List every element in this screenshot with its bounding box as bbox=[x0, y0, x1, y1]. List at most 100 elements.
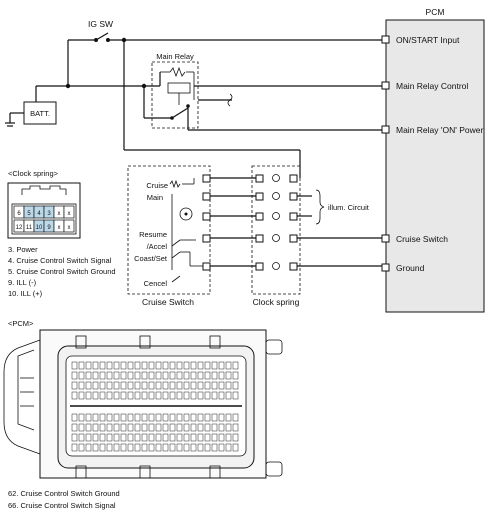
pcm-pin-cavity bbox=[211, 361, 218, 370]
pcm-pin-cavity bbox=[106, 423, 113, 432]
pcm-pin-cavity bbox=[78, 443, 85, 452]
pcm-pin-cavity bbox=[134, 391, 141, 400]
connector-pin-description: 3. Power bbox=[8, 245, 38, 254]
cruise-switch-label: Cencel bbox=[144, 279, 168, 288]
pcm-pin-cavity bbox=[183, 423, 190, 432]
pcm-pin-cavity bbox=[78, 433, 85, 442]
pcm-pin-cavity bbox=[148, 361, 155, 370]
pcm-pin-cavity bbox=[120, 433, 127, 442]
pcm-pin-cavity bbox=[169, 433, 176, 442]
pcm-pin-cavity bbox=[134, 423, 141, 432]
pcm-pin-cavity bbox=[218, 443, 225, 452]
pcm-pin-cavity bbox=[148, 423, 155, 432]
pcm-pin-cavity bbox=[113, 391, 120, 400]
pcm-pin-cavity bbox=[120, 371, 127, 380]
main-relay-label: Main Relay bbox=[156, 52, 194, 61]
pin-number: 11 bbox=[26, 225, 33, 231]
pcm-pin-cavity bbox=[71, 413, 78, 422]
pcm-pin-cavity bbox=[141, 443, 148, 452]
pcm-pin-cavity bbox=[71, 443, 78, 452]
pcm-pin-cavity bbox=[169, 361, 176, 370]
pcm-pin-cavity bbox=[211, 423, 218, 432]
pcm-pin-cavity bbox=[155, 413, 162, 422]
ig-sw-label: IG SW bbox=[88, 19, 113, 29]
pcm-connector-title: <PCM> bbox=[8, 319, 34, 328]
pcm-pin-cavity bbox=[218, 413, 225, 422]
pcm-pin-cavity bbox=[113, 413, 120, 422]
pcm-pin-cavity bbox=[106, 443, 113, 452]
pcm-label: PCM bbox=[426, 7, 445, 17]
pcm-pin-cavity bbox=[232, 443, 239, 452]
cruise-switch-pin bbox=[202, 212, 211, 221]
pcm-pin-label: ON/START Input bbox=[396, 35, 460, 45]
pin-number: 12 bbox=[16, 225, 23, 231]
pcm-pin-cavity bbox=[106, 361, 113, 370]
pcm-pin-cavity bbox=[183, 371, 190, 380]
pcm-pin-cavity bbox=[127, 413, 134, 422]
pcm-pin-cavity bbox=[169, 443, 176, 452]
pcm-pin-cavity bbox=[85, 361, 92, 370]
pcm-box bbox=[385, 19, 485, 313]
pcm-pin-cavity bbox=[190, 443, 197, 452]
pin-number: 4 bbox=[37, 211, 41, 217]
pcm-pin-cavity bbox=[162, 433, 169, 442]
pcm-pin-cavity bbox=[71, 381, 78, 390]
pcm-pin-cavity bbox=[120, 361, 127, 370]
pcm-pin-cruise-switch bbox=[381, 234, 390, 243]
cruise-switch-label: Main bbox=[147, 193, 163, 202]
pcm-pin-cavity bbox=[78, 391, 85, 400]
pcm-pin-cavity bbox=[204, 371, 211, 380]
pcm-pin-cavity bbox=[211, 443, 218, 452]
pcm-pin-cavity bbox=[225, 391, 232, 400]
illum-circuit-label: illum. Circuit bbox=[328, 203, 370, 212]
pcm-pin-cavity bbox=[141, 413, 148, 422]
pcm-pin-cavity bbox=[85, 391, 92, 400]
clock-spring-box bbox=[251, 165, 301, 295]
cruise-switch-pin bbox=[202, 262, 211, 271]
pin-number: 5 bbox=[27, 211, 31, 217]
pcm-pin-cavity bbox=[78, 413, 85, 422]
illum-bracket bbox=[315, 189, 325, 225]
pcm-pin-cavity bbox=[204, 433, 211, 442]
pcm-pin-cavity bbox=[190, 423, 197, 432]
pcm-pin-cavity bbox=[176, 423, 183, 432]
pcm-connector-pin-description: 62. Cruise Control Switch Ground bbox=[8, 489, 120, 498]
pcm-pin-cavity bbox=[127, 423, 134, 432]
pcm-pin-cavity bbox=[106, 413, 113, 422]
pcm-pin-cavity bbox=[197, 433, 204, 442]
pcm-pin-cavity bbox=[120, 381, 127, 390]
ground-symbol bbox=[5, 122, 15, 127]
pcm-pin-label: Main Relay 'ON' Power bbox=[396, 125, 483, 135]
connector-pin-grid bbox=[13, 205, 75, 233]
pcm-pin-cavity bbox=[71, 371, 78, 380]
pcm-pin-cavity bbox=[162, 361, 169, 370]
cruise-switch-label: Cruise bbox=[146, 181, 168, 190]
cruise-switch-label: /Accel bbox=[147, 242, 168, 251]
pcm-pin-on-start bbox=[381, 35, 390, 44]
pcm-pin-cavity bbox=[232, 433, 239, 442]
pcm-pin-cavity bbox=[197, 391, 204, 400]
pcm-pin-cavity bbox=[190, 391, 197, 400]
cruise-switch-pin bbox=[202, 192, 211, 201]
pcm-pin-ground bbox=[381, 263, 390, 272]
pcm-pin-cavity bbox=[134, 433, 141, 442]
pcm-pin-cavity bbox=[120, 443, 127, 452]
pcm-pin-cavity bbox=[225, 381, 232, 390]
pcm-pin-cavity bbox=[148, 443, 155, 452]
pcm-pin-cavity bbox=[218, 361, 225, 370]
pcm-pin-cavity bbox=[218, 433, 225, 442]
pcm-pin-cavity bbox=[232, 371, 239, 380]
pcm-pin-main-relay-control bbox=[381, 81, 390, 90]
pcm-pin-cavity bbox=[169, 371, 176, 380]
pcm-pin-cavity bbox=[78, 361, 85, 370]
ig-switch-symbol bbox=[94, 32, 110, 42]
pcm-connector-drawing bbox=[3, 329, 283, 479]
pcm-pin-cavity bbox=[232, 391, 239, 400]
pcm-pin-cavity bbox=[92, 371, 99, 380]
pcm-pin-cavity bbox=[148, 381, 155, 390]
clock-spring-contacts bbox=[255, 174, 298, 271]
connector-pin-description: 5. Cruise Control Switch Ground bbox=[8, 267, 116, 276]
pcm-pin-cavity bbox=[99, 361, 106, 370]
pcm-pin-cavity bbox=[162, 443, 169, 452]
pcm-pin-cavity bbox=[190, 381, 197, 390]
